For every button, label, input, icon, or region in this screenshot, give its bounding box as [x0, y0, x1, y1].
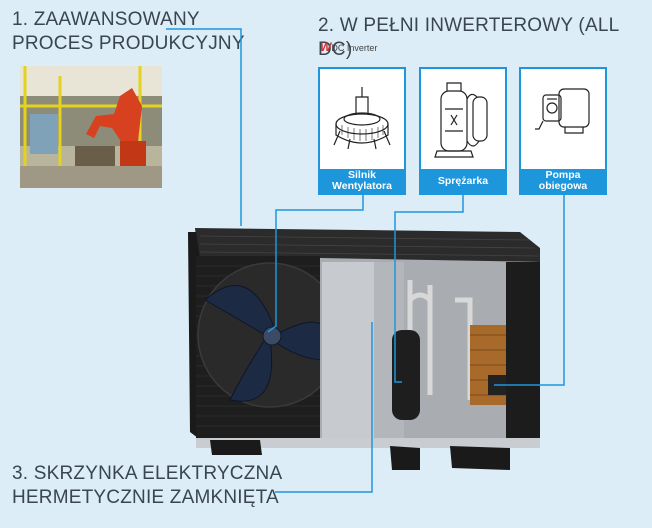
heading-line: PROCES PRODUKCYJNY — [12, 33, 245, 54]
heading-line: 1. ZAAWANSOWANY — [12, 9, 200, 30]
unit-top-cover — [195, 228, 540, 262]
unit-foot — [450, 446, 510, 470]
callout-line-compressor — [394, 195, 464, 383]
fan-blades — [204, 284, 329, 402]
unit-foot — [210, 440, 262, 455]
heading-line: HERMETYCZNIE ZAMKNIĘTA — [12, 487, 279, 508]
dc-inverter-logo: WDC Inverter — [320, 40, 377, 54]
callout-line-electric-box — [275, 322, 373, 493]
heading-line: 3. SKRZYNKA ELEKTRYCZNA — [12, 463, 283, 484]
factory-robot-photo — [20, 66, 162, 188]
unit-foot — [390, 446, 420, 470]
callout-lines — [166, 28, 565, 493]
card-label-line: Pompa — [545, 169, 581, 181]
card-label-line: Wentylatora — [332, 180, 392, 192]
heading-production-process: 1. ZAAWANSOWANY PROCES PRODUKCYJNY — [12, 8, 245, 56]
callout-line-production — [166, 28, 242, 226]
card-label: Sprężarka — [421, 169, 505, 193]
card-label-line: Silnik — [347, 169, 376, 181]
callout-line-fan — [267, 195, 364, 333]
callout-line-pump — [494, 195, 565, 386]
logo-text: DC Inverter — [331, 43, 378, 53]
heading-electric-box: 3. SKRZYNKA ELEKTRYCZNA HERMETYCZNIE ZAM… — [12, 462, 282, 510]
circulation-pump-icon — [521, 69, 605, 171]
card-compressor: Sprężarka — [419, 67, 507, 195]
compressor-icon — [421, 69, 505, 171]
electric-box — [322, 262, 374, 438]
compressor-body — [392, 330, 420, 420]
fan-motor-icon — [320, 69, 404, 171]
card-label-line: obiegowa — [538, 180, 588, 192]
heading-full-inverter: 2. W PEŁNI INWERTEROWY (ALL DC) — [318, 15, 619, 60]
card-label-line: Sprężarka — [437, 174, 489, 187]
logo-mark: W — [320, 40, 332, 54]
